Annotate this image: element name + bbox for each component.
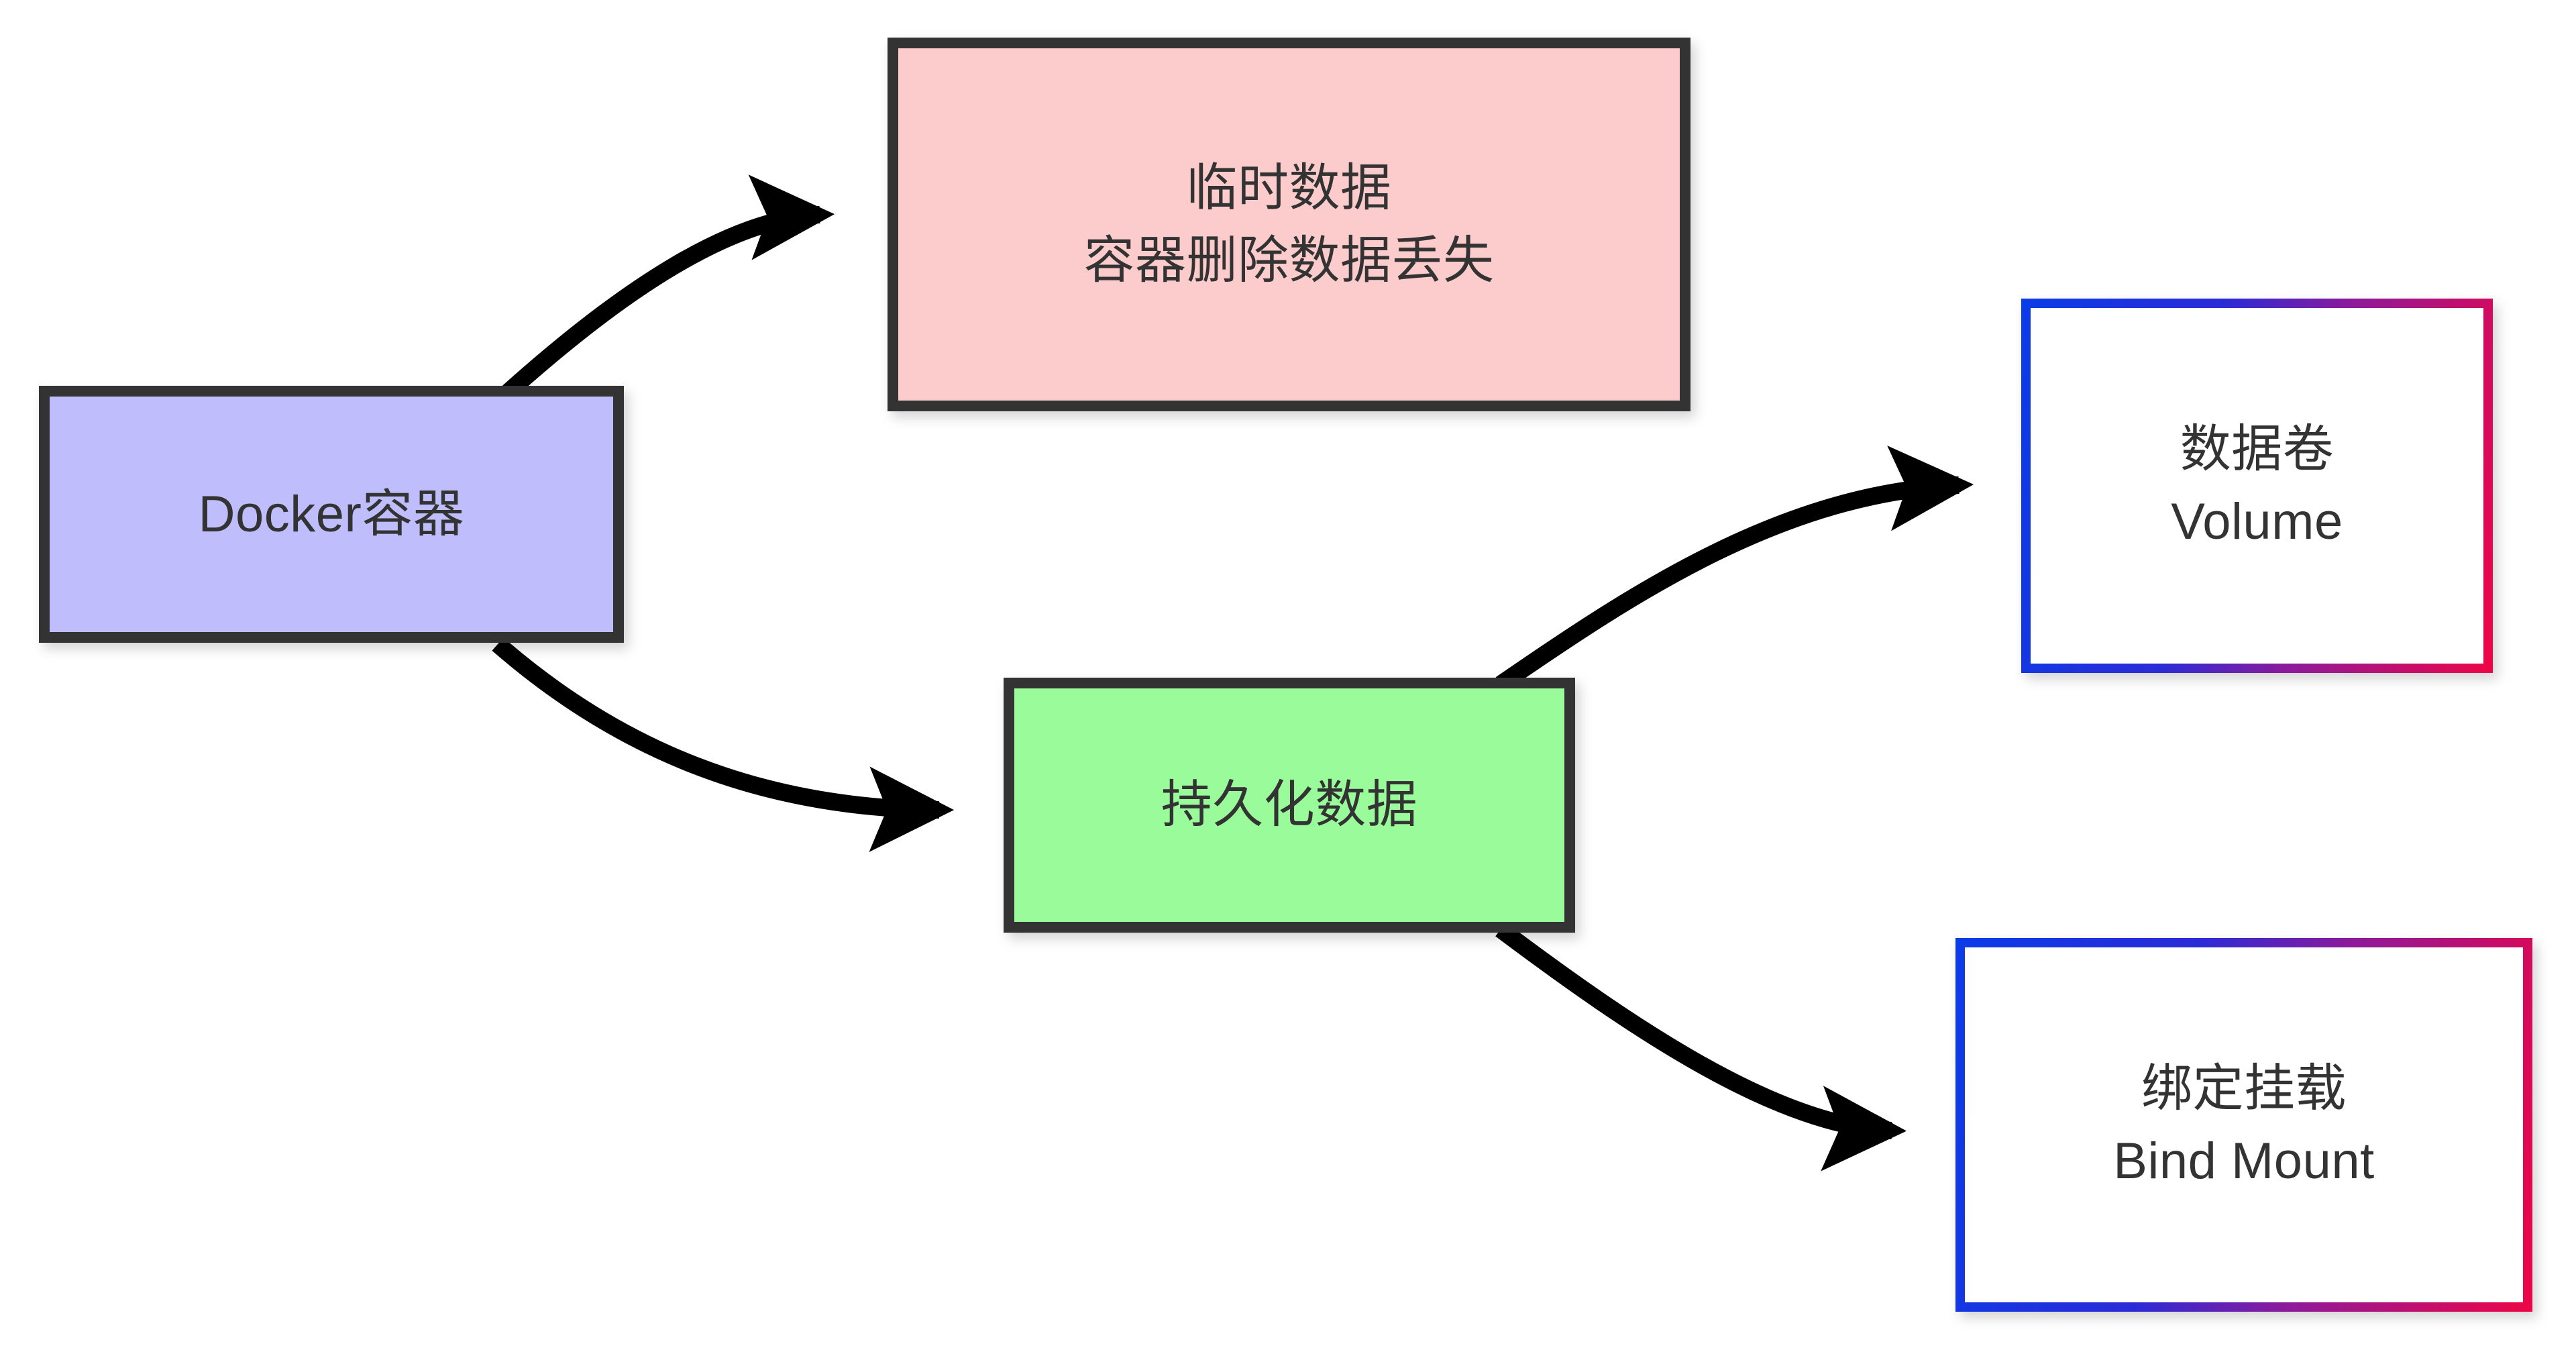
- node-bind-mount-line-2: Bind Mount: [2113, 1132, 2375, 1190]
- node-bind-mount-line-1: 绑定挂载: [2141, 1059, 2347, 1117]
- node-docker-container-line-1: Docker容器: [198, 485, 465, 543]
- node-ephemeral-data[interactable]: 临时数据 容器删除数据丢失: [888, 38, 1690, 411]
- edge-container-to-ephemeral: [502, 174, 835, 399]
- node-persistent-data[interactable]: 持久化数据: [1004, 678, 1575, 933]
- node-data-volume-line-1: 数据卷: [2180, 421, 2334, 478]
- node-persistent-data-line-1: 持久化数据: [1161, 776, 1418, 834]
- node-bind-mount[interactable]: 绑定挂载 Bind Mount: [1955, 938, 2532, 1312]
- node-data-volume[interactable]: 数据卷 Volume: [2021, 299, 2493, 673]
- edge-container-to-persistent: [492, 637, 955, 852]
- node-ephemeral-data-line-2: 容器删除数据丢失: [1083, 231, 1495, 289]
- edge-persistent-to-bindmount: [1495, 922, 1907, 1171]
- node-docker-container[interactable]: Docker容器: [39, 386, 624, 643]
- node-ephemeral-data-line-1: 临时数据: [1186, 159, 1392, 217]
- edge-persistent-to-volume: [1495, 446, 1974, 692]
- node-data-volume-line-2: Volume: [2171, 493, 2343, 550]
